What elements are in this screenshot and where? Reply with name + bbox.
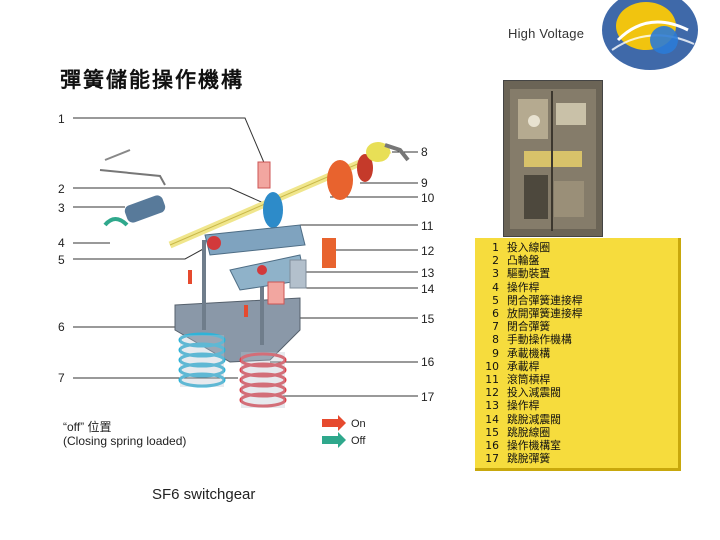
state-sublabel: (Closing spring loaded) (63, 434, 187, 448)
state-label: “off” 位置 (63, 420, 112, 434)
key-off-label: Off (351, 435, 366, 447)
off-arrow-icon (322, 432, 346, 448)
diagram-label-5: 5 (58, 253, 65, 267)
diagram-label-17: 17 (421, 390, 435, 404)
diagram-label-14: 14 (421, 282, 435, 296)
diagram-label-11: 11 (421, 219, 434, 233)
page-title: 彈簧儲能操作機構 (60, 67, 244, 92)
company-logo (602, 0, 698, 70)
diagram-label-1: 1 (58, 112, 65, 126)
diagram-label-3: 3 (58, 201, 65, 215)
header-high-voltage-text: High Voltage (508, 26, 585, 41)
mechanism-photo (503, 80, 603, 237)
on-arrow-icon (322, 415, 346, 431)
diagram-label-8: 8 (421, 145, 428, 159)
diagram-label-6: 6 (58, 320, 65, 334)
key-on-label: On (351, 418, 366, 430)
diagram-label-4: 4 (58, 236, 65, 250)
diagram-label-7: 7 (58, 371, 65, 385)
trip-spring (239, 352, 287, 408)
caption: SF6 switchgear (152, 486, 256, 503)
diagram-label-9: 9 (421, 176, 428, 190)
diagram-label-15: 15 (421, 312, 435, 326)
diagram-label-10: 10 (421, 191, 435, 205)
diagram-label-13: 13 (421, 266, 435, 280)
diagram-label-12: 12 (421, 244, 435, 258)
closing-spring (178, 332, 226, 388)
diagram-label-2: 2 (58, 182, 65, 196)
diagram-label-16: 16 (421, 355, 435, 369)
